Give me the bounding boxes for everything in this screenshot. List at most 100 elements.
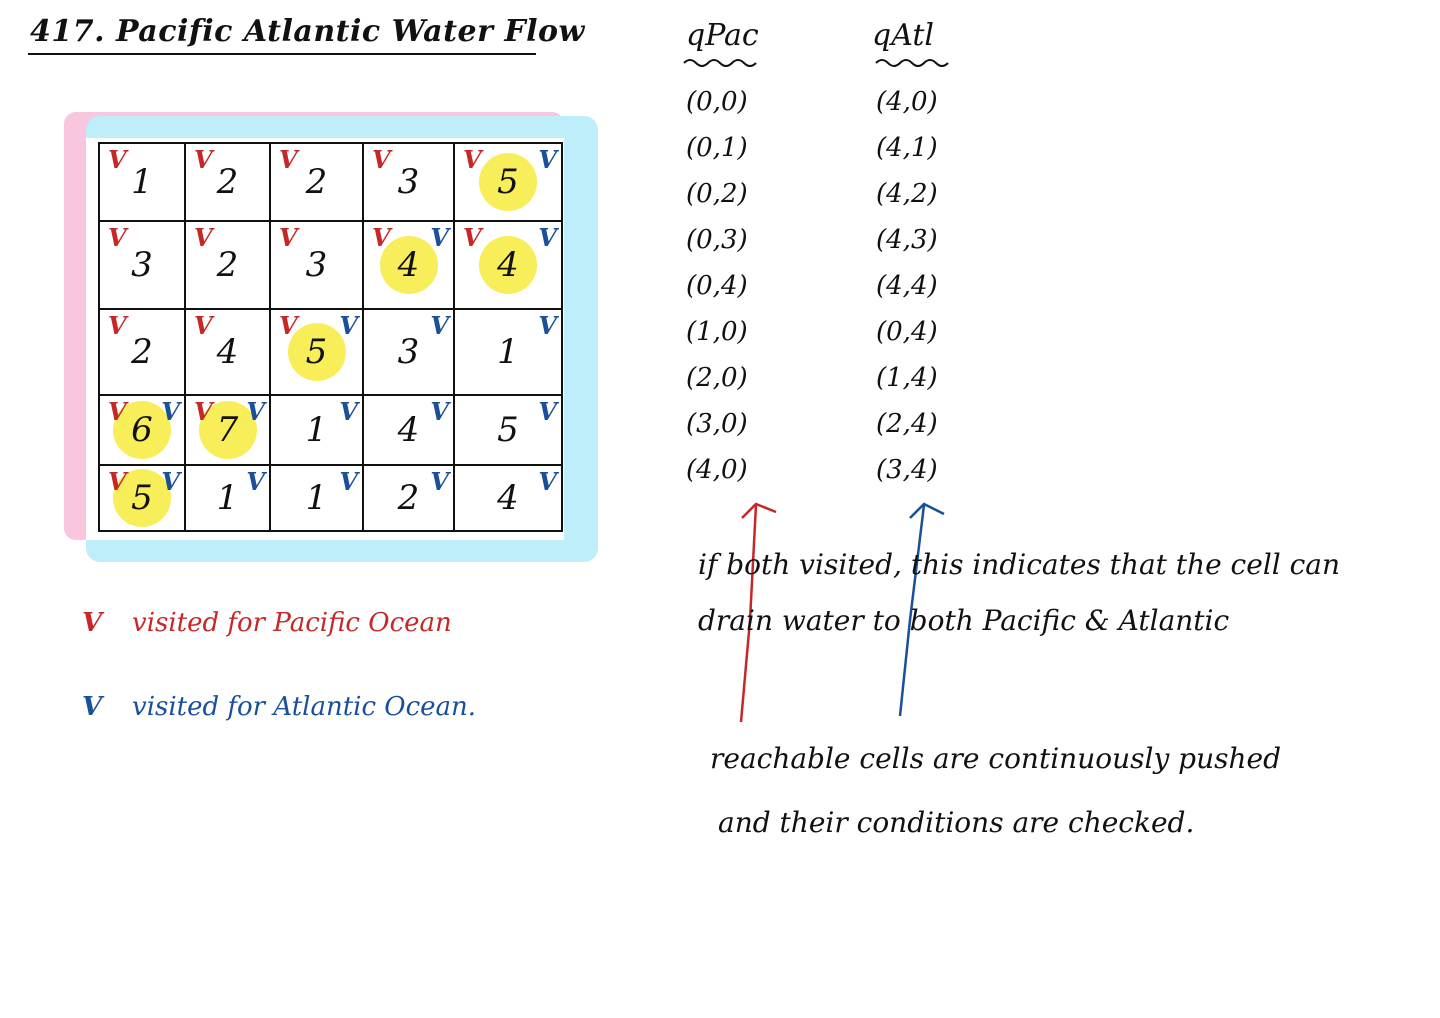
- pacific-check-icon: V: [279, 311, 298, 340]
- qatl-item: (4,0): [876, 87, 938, 117]
- qpac-item: (0,1): [686, 133, 748, 163]
- qatl-item: (4,1): [876, 133, 938, 163]
- cell-height: 5: [131, 478, 153, 518]
- pacific-check-icon: V: [194, 145, 213, 174]
- both-visited-highlight: [113, 401, 171, 459]
- cell-height: 3: [397, 162, 420, 202]
- pacific-check-icon: V: [372, 223, 391, 252]
- pacific-check-icon: V: [463, 145, 482, 174]
- cell-height: 2: [216, 245, 239, 285]
- cell-height: 3: [305, 245, 328, 285]
- note-reachable-line-1: reachable cells are continuously pushed: [710, 742, 1282, 775]
- qpac-item: (0,4): [686, 271, 748, 301]
- cell-height: 2: [216, 162, 239, 202]
- pacific-check-icon: V: [194, 397, 213, 426]
- cell-height: 1: [216, 478, 239, 518]
- pacific-check-icon: V: [108, 223, 127, 252]
- cell-height: 3: [131, 245, 153, 285]
- cell-height: 5: [497, 162, 519, 202]
- atlantic-check-icon: V: [538, 223, 557, 252]
- both-visited-highlight: [113, 469, 171, 527]
- pacific-check-icon: V: [108, 311, 127, 340]
- cell-height: 3: [397, 332, 420, 372]
- cell-height: 6: [131, 410, 153, 450]
- qpac-item: (3,0): [686, 409, 748, 439]
- cell-height: 4: [216, 332, 239, 372]
- cell-height: 7: [216, 410, 239, 450]
- qatl-heading: qAtl: [872, 18, 934, 53]
- title-underline: [28, 53, 536, 55]
- atlantic-check-icon: V: [339, 397, 358, 426]
- qpac-item: (0,3): [686, 225, 748, 255]
- pacific-check-icon: V: [108, 397, 127, 426]
- cell-height: 4: [397, 245, 420, 285]
- note-both-visited-line-2: drain water to both Pacific & Atlantic: [698, 604, 1230, 637]
- pacific-check-icon: V: [194, 223, 213, 252]
- pacific-check-icon: V: [194, 311, 213, 340]
- legend-atlantic-label: visited for Atlantic Ocean.: [132, 692, 477, 722]
- qpac-heading: qPac: [686, 18, 759, 53]
- cell-height: 4: [497, 245, 519, 285]
- page-title: 417. Pacific Atlantic Water Flow: [30, 14, 585, 49]
- qpac-list: (0,0)(0,1)(0,2)(0,3)(0,4)(1,0)(2,0)(3,0)…: [686, 82, 748, 496]
- qpac-item: (0,0): [686, 87, 748, 117]
- atlantic-check-icon: V: [538, 311, 557, 340]
- pacific-check-icon: V: [108, 467, 127, 496]
- cell-height: 1: [305, 478, 328, 518]
- pacific-check-icon: V: [279, 145, 298, 174]
- cell-height: 1: [131, 162, 153, 202]
- cell-height: 1: [497, 332, 519, 372]
- atlantic-check-icon: V: [538, 397, 557, 426]
- cell-height: 5: [305, 332, 328, 372]
- atlantic-check-icon: V: [430, 467, 449, 496]
- qpac-squiggle: [683, 59, 757, 67]
- qatl-item: (3,4): [876, 455, 938, 485]
- atlantic-check-icon: V: [538, 467, 557, 496]
- note-both-visited-line-1: if both visited, this indicates that the…: [698, 548, 1341, 581]
- atlantic-check-icon: V: [339, 311, 358, 340]
- cell-height: 5: [497, 410, 519, 450]
- pacific-arrow: [739, 502, 777, 723]
- cell-height: 4: [397, 410, 420, 450]
- cell-height: 2: [131, 332, 153, 372]
- pacific-check-icon: V: [463, 223, 482, 252]
- legend-pacific-label: visited for Pacific Ocean: [132, 608, 452, 638]
- pacific-check-icon: V: [372, 145, 391, 174]
- atlantic-arrow: [898, 502, 945, 717]
- pacific-check-icon: V: [279, 223, 298, 252]
- qpac-item: (4,0): [686, 455, 748, 485]
- qpac-item: (0,2): [686, 179, 748, 209]
- both-visited-highlight: [198, 401, 257, 459]
- pacific-check-icon: V: [108, 145, 127, 174]
- atlantic-check-icon: V: [538, 145, 557, 174]
- qatl-squiggle: [875, 59, 949, 67]
- qpac-item: (2,0): [686, 363, 748, 393]
- atlantic-check-icon: V: [161, 397, 180, 426]
- atlantic-check-icon: V: [430, 311, 449, 340]
- cell-height: 4: [497, 478, 519, 518]
- atlantic-check-icon: V: [161, 467, 180, 496]
- qatl-list: (4,0)(4,1)(4,2)(4,3)(4,4)(0,4)(1,4)(2,4)…: [876, 82, 938, 496]
